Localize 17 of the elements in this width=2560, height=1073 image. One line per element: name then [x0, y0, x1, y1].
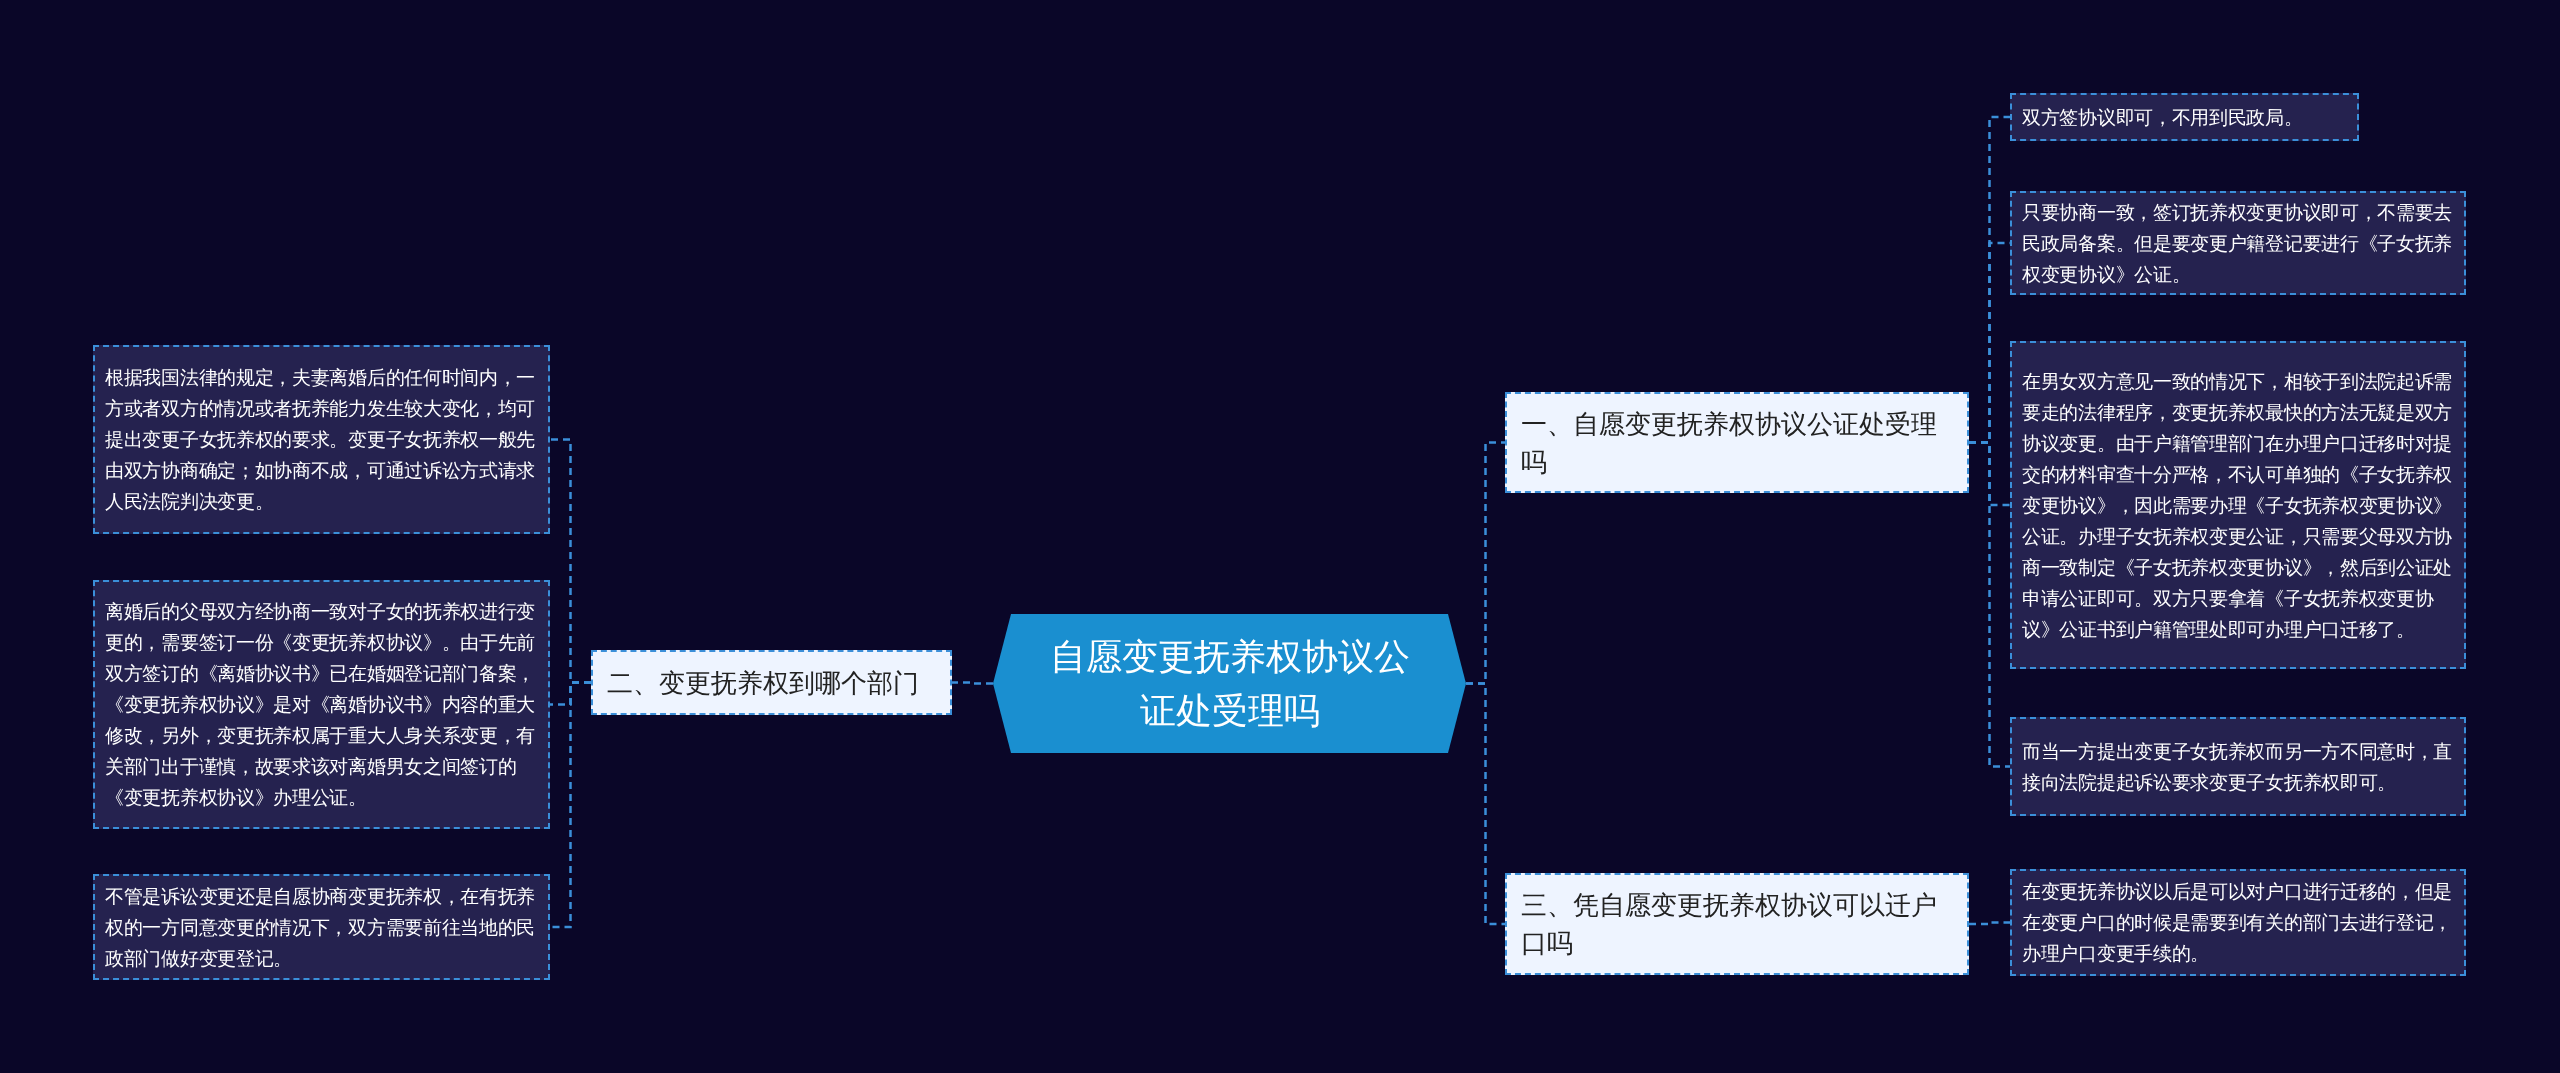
connector-line: [952, 681, 993, 685]
text-box: 不管是诉讼变更还是自愿协商变更抚养权，在有抚养权的一方同意变更的情况下，双方需要前往当地的民政部门做好变更登记。: [93, 874, 550, 980]
text-box: 双方签协议即可，不用到民政局。: [2010, 93, 2359, 141]
text-box: 而当一方提出变更子女抚养权而另一方不同意时，直接向法院提起诉讼要求变更子女抚养权即可。: [2010, 717, 2466, 816]
text-box: 根据我国法律的规定，夫妻离婚后的任何时间内，一方或者双方的情况或者抚养能力发生较大变化，均可提出变更子女抚养权的要求。变更子女抚养权一般先由双方协商确定；如协商不成，可通过诉讼方式请求人民法院判决变更。: [93, 345, 550, 534]
text-box: 在变更抚养协议以后是可以对户口进行迁移的，但是在变更户口的时候是需要到有关的部门去进行登记，办理户口变更手续的。: [2010, 869, 2466, 976]
topic-box: 一、自愿变更抚养权协议公证处受理吗: [1505, 392, 1969, 493]
text-box: 离婚后的父母双方经协商一致对子女的抚养权进行变更的，需要签订一份《变更抚养权协议》。由于先前双方签订的《离婚协议书》已在婚姻登记部门备案，《变更抚养权协议》是对《离婚协议书》内容的重大修改，另外，变更抚养权属于重大人身关系变更，有关部门出于谨慎，故要求该对离婚男女之间签订的《变更抚养权协议》办理公证。: [93, 580, 550, 829]
topic-box: 二、变更抚养权到哪个部门: [591, 650, 952, 715]
connector-line: [550, 681, 591, 929]
text-box: 只要协商一致，签订抚养权变更协议即可，不需要去民政局备案。但是要变更户籍登记要进行《子女抚养权变更协议》公证。: [2010, 191, 2466, 295]
connector-line: [1466, 682, 1505, 926]
central-topic-hexagon: 自愿变更抚养权协议公证处受理吗: [993, 614, 1466, 753]
topic-box: 三、凭自愿变更抚养权协议可以迁户口吗: [1505, 873, 1969, 975]
text-box: 在男女双方意见一致的情况下，相较于到法院起诉需要走的法律程序，变更抚养权最快的方法无疑是双方协议变更。由于户籍管理部门在办理户口迁移时对提交的材料审查十分严格，不认可单独的《子女抚养权变更协议》，因此需要办理《子女抚养权变更协议》公证。办理子女抚养权变更公证，只需要父母双方协商一致制定《子女抚养权变更协议》，然后到公证处申请公证即可。双方只要拿着《子女抚养权变更协议》公证书到户籍管理处即可办理户口迁移了。: [2010, 341, 2466, 669]
connector-line: [1969, 921, 2010, 926]
connector-line: [1969, 441, 2010, 768]
